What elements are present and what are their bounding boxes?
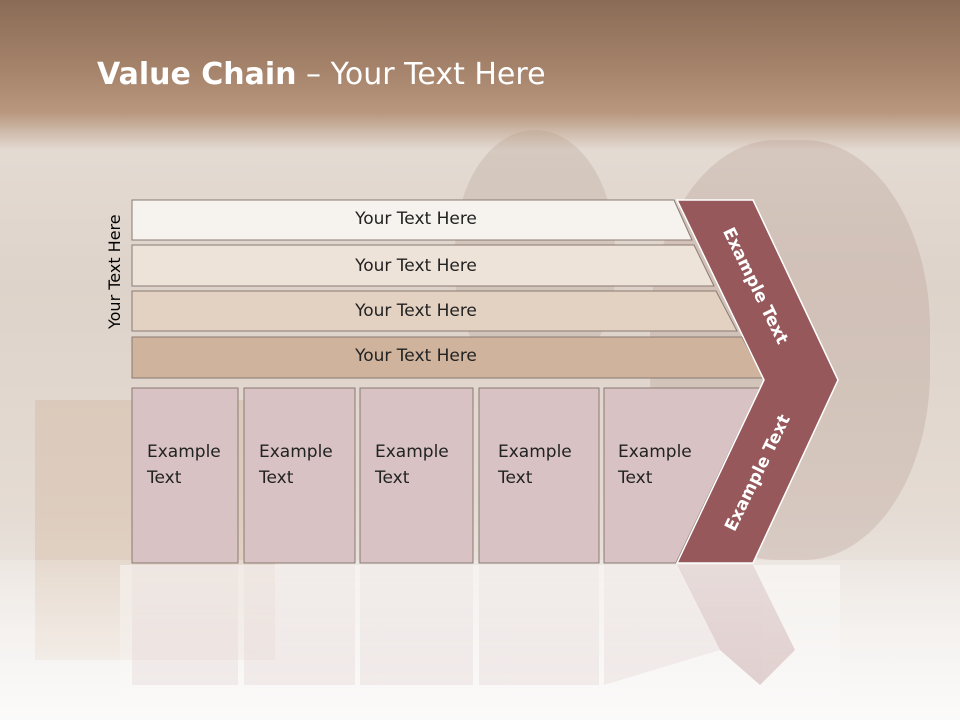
header-band <box>0 0 960 150</box>
column-4-line2: Text <box>498 468 533 488</box>
slide-title: Value Chain – Your Text Here <box>97 55 546 95</box>
column-5-label: Example Text <box>618 439 692 491</box>
column-1-line1: Example <box>147 442 221 462</box>
column-4-shape[interactable] <box>478 387 600 564</box>
column-5-shape[interactable] <box>603 387 761 564</box>
column-3-shape[interactable] <box>359 387 474 564</box>
column-4-line1: Example <box>498 442 572 462</box>
column-2-label: Example Text <box>259 439 333 491</box>
column-2-shape[interactable] <box>243 387 356 564</box>
bar-3-shape[interactable] <box>131 290 738 332</box>
column-2-line1: Example <box>259 442 333 462</box>
slide-title-bold: Value Chain <box>97 57 297 92</box>
column-1-shape[interactable] <box>131 387 239 564</box>
bar-4-label: Your Text Here <box>355 346 477 366</box>
slide-title-rest: – Your Text Here <box>296 57 546 92</box>
bar-1-shape[interactable] <box>131 199 693 241</box>
column-3-line2: Text <box>375 468 410 488</box>
chevron-shape[interactable] <box>675 199 839 564</box>
bar-2-shape[interactable] <box>131 244 715 287</box>
column-1-label: Example Text <box>147 439 221 491</box>
column-2-line2: Text <box>259 468 294 488</box>
column-3-label: Example Text <box>375 439 449 491</box>
bar-2-label: Your Text Here <box>355 256 477 276</box>
column-5-line1: Example <box>618 442 692 462</box>
column-1-line2: Text <box>147 468 182 488</box>
bar-3-label: Your Text Here <box>355 301 477 321</box>
bar-1-label: Your Text Here <box>355 209 477 229</box>
column-3-line1: Example <box>375 442 449 462</box>
column-5-line2: Text <box>618 468 653 488</box>
column-4-label: Example Text <box>498 439 572 491</box>
